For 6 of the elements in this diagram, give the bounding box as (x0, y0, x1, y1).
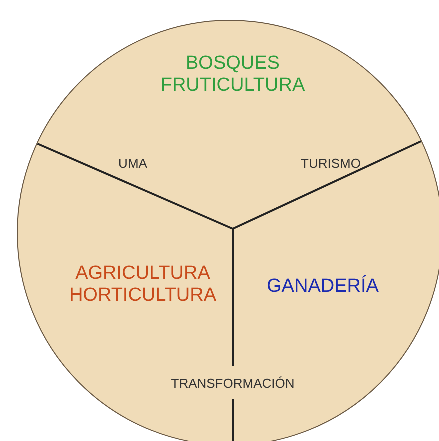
sector-label: GANADERÍA (253, 276, 393, 298)
boundary-label: UMA (118, 156, 148, 171)
sector-label: BOSQUES FRUTICULTURA (133, 53, 333, 97)
sector-label: AGRICULTURA HORTICULTURA (43, 263, 243, 307)
boundary-label: TURISMO (301, 156, 361, 171)
boundary-label: TRANSFORMACIÓN (171, 376, 295, 391)
